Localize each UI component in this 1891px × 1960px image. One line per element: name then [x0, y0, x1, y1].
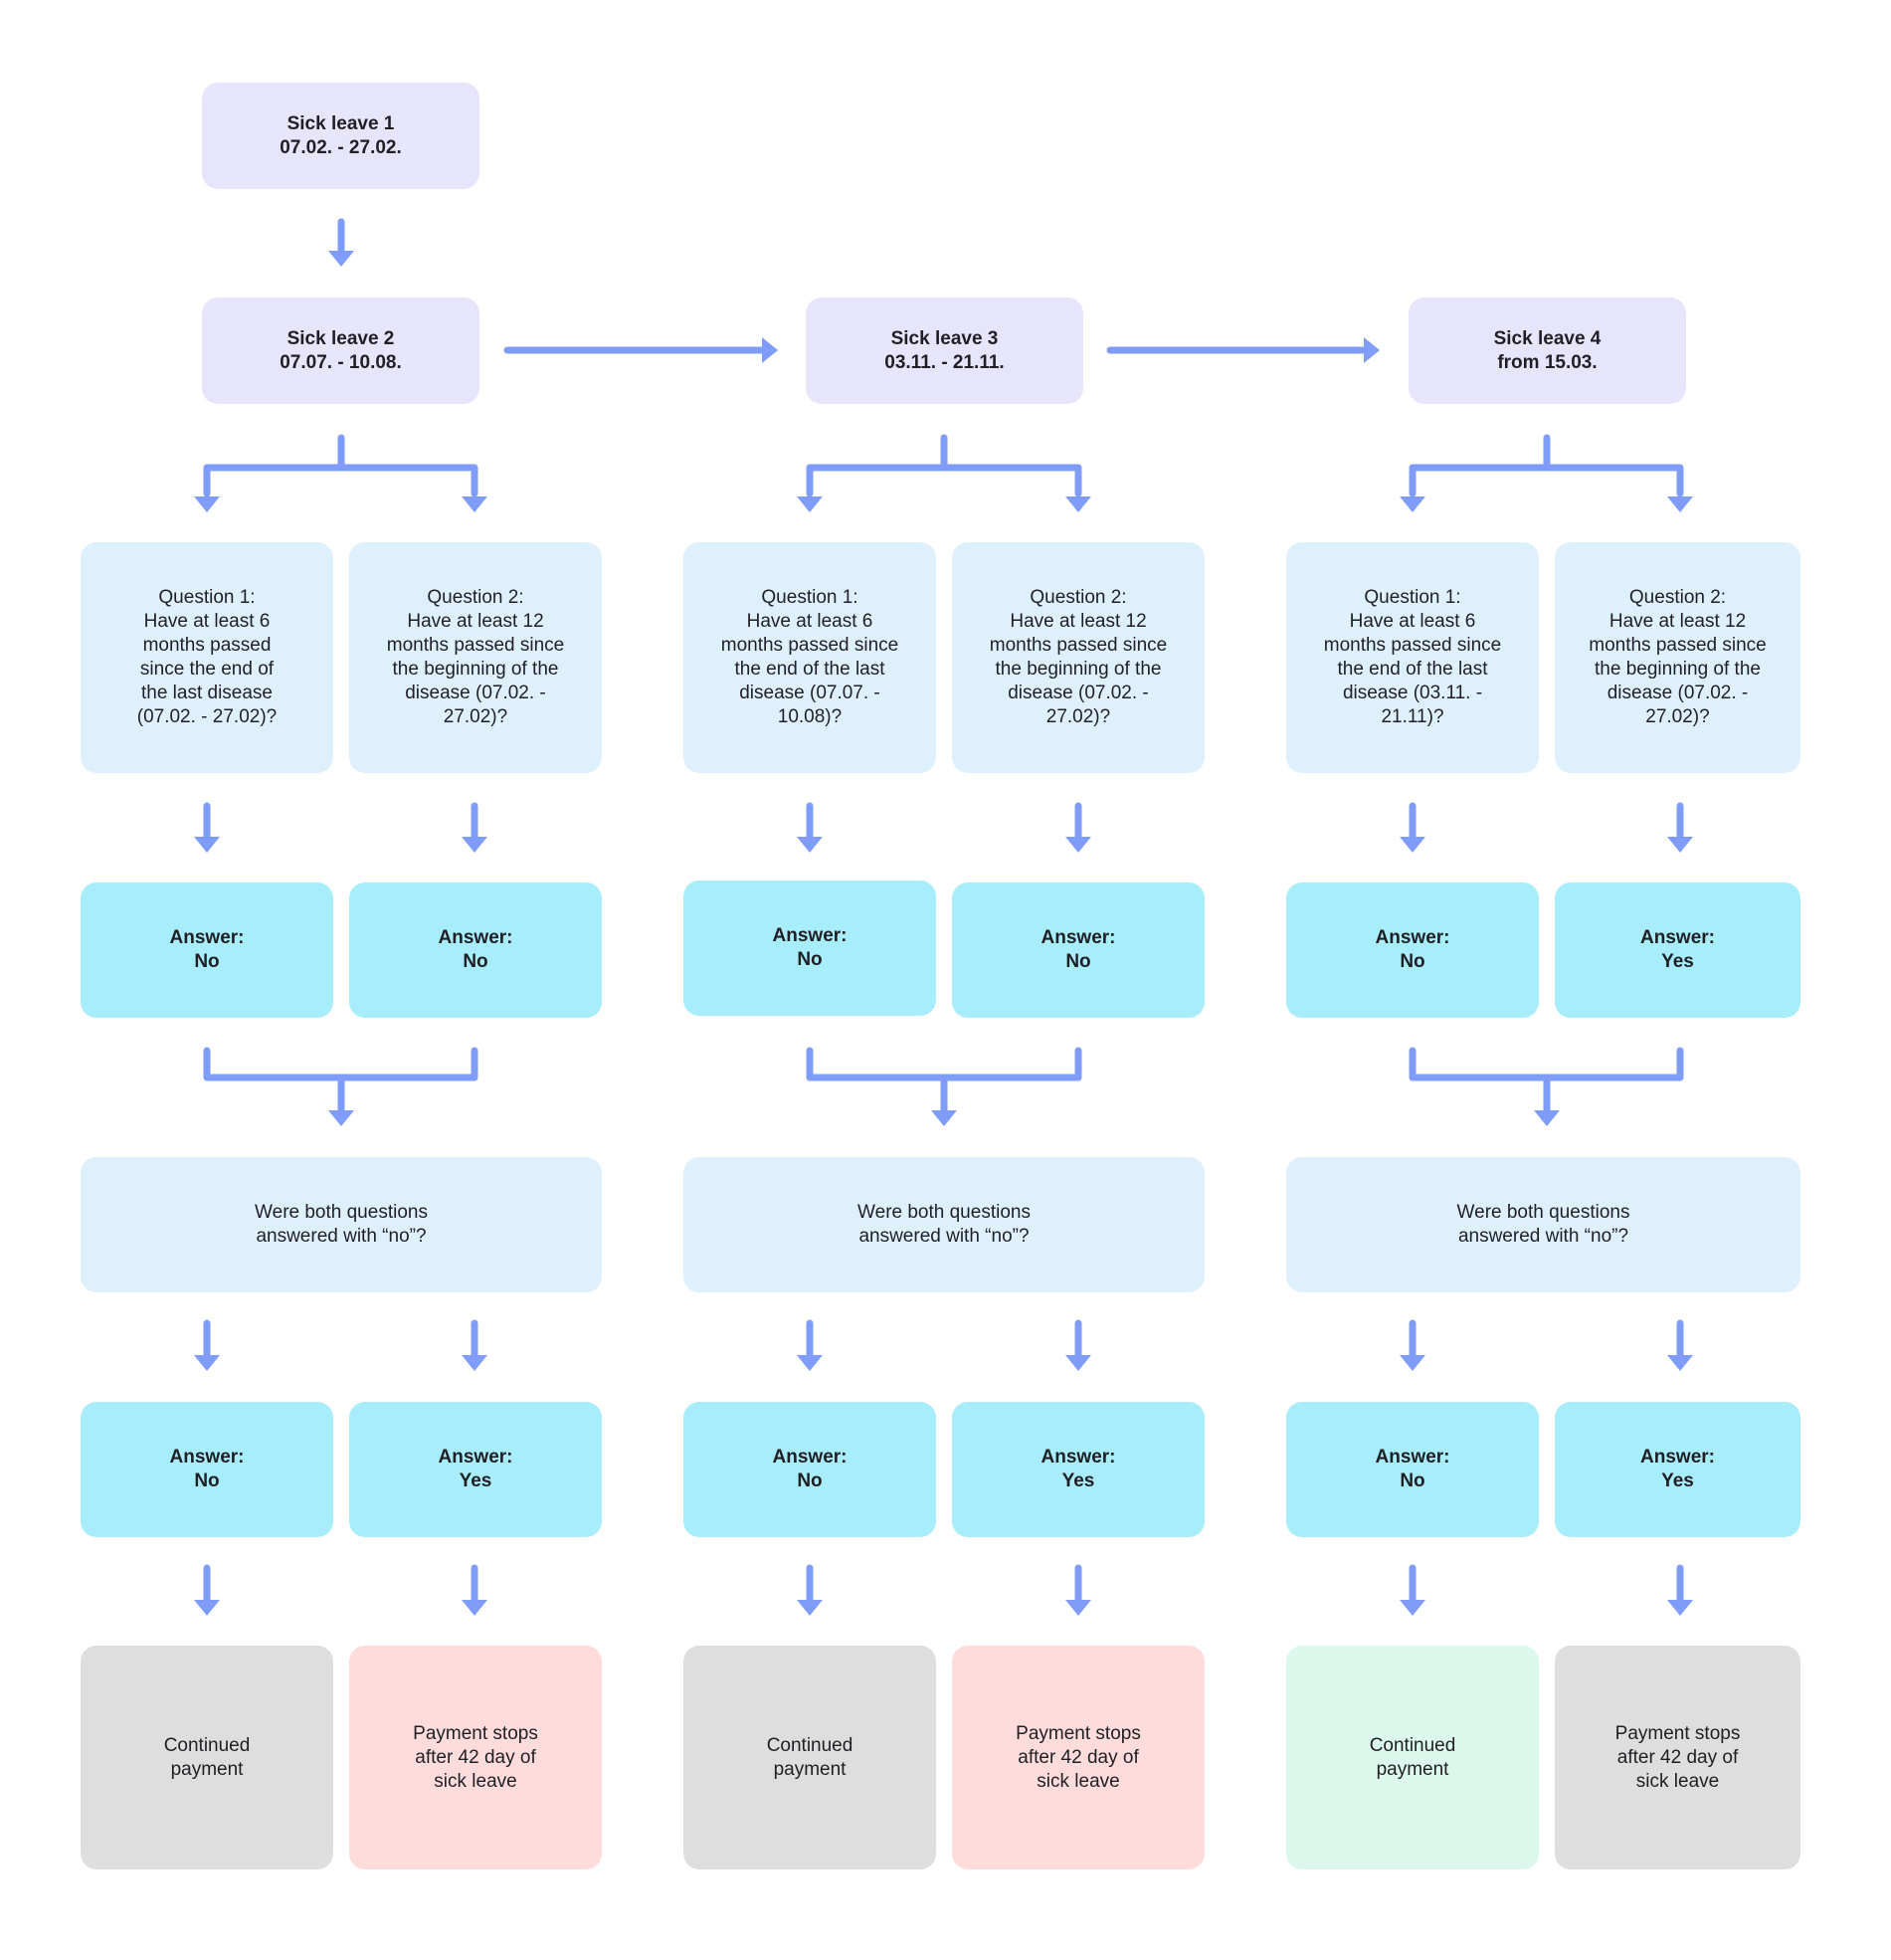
arrow-question-1-to-answer-col-1-head [194, 837, 220, 853]
merge-arrow-col-2-shaft [806, 1047, 1082, 1113]
question-1-box: Question 1: Have at least 6 months passe… [683, 542, 936, 773]
arrow-both-to-answer-no-col-3-head [1400, 1355, 1425, 1371]
both-questions-box: Were both questions answered with “no”? [1286, 1157, 1800, 1292]
arrow-question-2-to-answer-col-3-head [1667, 837, 1693, 853]
outcome-continued-payment-text: Continued payment [766, 1734, 853, 1780]
answer-question-1-box: Answer: No [683, 881, 936, 1016]
sick-leave-1-label: Sick leave 1 07.02. - 27.02. [280, 112, 402, 158]
both-questions-text: Were both questions answered with “no”? [857, 1202, 1031, 1247]
arrow-answer-yes-to-outcome-col-2-head [1065, 1600, 1091, 1616]
question-2-text: Question 2: Have at least 12 months pass… [989, 587, 1168, 727]
split-arrow-col-3-shaft [1409, 434, 1684, 497]
answer-question-2-text: Answer: No [1040, 927, 1116, 972]
both-answer-yes-text: Answer: Yes [438, 1447, 513, 1491]
merge-arrow-col-3-shaft [1409, 1047, 1684, 1113]
both-answer-yes-text: Answer: Yes [1640, 1447, 1715, 1491]
both-answer-no-text: Answer: No [169, 1447, 245, 1491]
answer-question-2-box: Answer: No [952, 882, 1205, 1018]
outcome-continued-payment-box: Continued payment [1286, 1646, 1539, 1869]
outcome-payment-stops-text: Payment stops after 42 day of sick leave [1614, 1722, 1741, 1792]
answer-question-1-box: Answer: No [1286, 882, 1539, 1018]
arrow-answer-no-to-outcome-col-3-head [1400, 1600, 1425, 1616]
both-questions-box: Were both questions answered with “no”? [683, 1157, 1205, 1292]
question-1-box: Question 1: Have at least 6 months passe… [81, 542, 333, 773]
question-1-text: Question 1: Have at least 6 months passe… [720, 587, 899, 727]
answer-question-1-text: Answer: No [169, 927, 245, 972]
split-arrow-col-3-left-head [1400, 496, 1425, 512]
split-arrow-col-1-shaft [203, 434, 478, 497]
split-arrow-col-2-right-head [1065, 496, 1091, 512]
both-answer-yes-box: Answer: Yes [952, 1402, 1205, 1537]
question-1-box: Question 1: Have at least 6 months passe… [1286, 542, 1539, 773]
sick-leave-3-box: Sick leave 3 03.11. - 21.11. [806, 297, 1083, 404]
both-answer-no-box: Answer: No [683, 1402, 936, 1537]
merge-arrow-col-1-shaft [203, 1047, 478, 1113]
arrow-question-1-to-answer-col-2-head [797, 837, 823, 853]
question-2-box: Question 2: Have at least 12 months pass… [1555, 542, 1800, 773]
arrow-question-1-to-answer-col-3-head [1400, 837, 1425, 853]
both-answer-yes-text: Answer: Yes [1040, 1447, 1116, 1491]
split-arrow-col-3-right-head [1667, 496, 1693, 512]
arrow-sick-leave-3-to-4-head [1364, 337, 1380, 363]
split-arrow-col-2-shaft [806, 434, 1082, 497]
arrow-answer-no-to-outcome-col-1-head [194, 1600, 220, 1616]
both-answer-no-box: Answer: No [1286, 1402, 1539, 1537]
sick-leave-4-box: Sick leave 4 from 15.03. [1409, 297, 1686, 404]
both-questions-text: Were both questions answered with “no”? [255, 1202, 428, 1247]
outcome-continued-payment-box: Continued payment [683, 1646, 936, 1869]
arrow-sick-leave-2-to-3-head [762, 337, 778, 363]
outcome-continued-payment-text: Continued payment [163, 1734, 251, 1780]
arrow-both-to-answer-no-col-1-head [194, 1355, 220, 1371]
question-2-box: Question 2: Have at least 12 months pass… [952, 542, 1205, 773]
both-answer-no-text: Answer: No [1375, 1447, 1450, 1491]
question-1-text: Question 1: Have at least 6 months passe… [136, 587, 278, 727]
merge-arrow-col-3-head [1534, 1110, 1560, 1126]
outcome-continued-payment-box: Continued payment [81, 1646, 333, 1869]
split-arrow-col-1-left-head [194, 496, 220, 512]
arrow-both-to-answer-no-col-2-head [797, 1355, 823, 1371]
sick-leave-3-label: Sick leave 3 03.11. - 21.11. [884, 327, 1005, 373]
both-answer-no-box: Answer: No [81, 1402, 333, 1537]
outcome-payment-stops-box: Payment stops after 42 day of sick leave [349, 1646, 602, 1869]
answer-question-2-box: Answer: No [349, 882, 602, 1018]
arrow-both-to-answer-yes-col-2-head [1065, 1355, 1091, 1371]
answer-question-1-box: Answer: No [81, 882, 333, 1018]
answer-question-1-text: Answer: No [1375, 927, 1450, 972]
arrow-answer-no-to-outcome-col-2-head [797, 1600, 823, 1616]
question-2-text: Question 2: Have at least 12 months pass… [386, 587, 565, 727]
merge-arrow-col-2-head [931, 1110, 957, 1126]
arrow-sick-leave-1-to-2-head [328, 251, 354, 267]
question-2-text: Question 2: Have at least 12 months pass… [1589, 587, 1767, 727]
question-2-box: Question 2: Have at least 12 months pass… [349, 542, 602, 773]
answer-question-2-text: Answer: No [438, 927, 513, 972]
split-arrow-col-2-left-head [797, 496, 823, 512]
question-1-text: Question 1: Have at least 6 months passe… [1323, 587, 1502, 727]
arrow-both-to-answer-yes-col-3-head [1667, 1355, 1693, 1371]
both-answer-yes-box: Answer: Yes [1555, 1402, 1800, 1537]
answer-question-2-box: Answer: Yes [1555, 882, 1800, 1018]
arrow-both-to-answer-yes-col-1-head [462, 1355, 487, 1371]
arrow-question-2-to-answer-col-1-head [462, 837, 487, 853]
outcome-payment-stops-box: Payment stops after 42 day of sick leave [1555, 1646, 1800, 1869]
outcome-payment-stops-text: Payment stops after 42 day of sick leave [1016, 1722, 1141, 1792]
sick-leave-4-label: Sick leave 4 from 15.03. [1493, 327, 1602, 373]
both-questions-text: Were both questions answered with “no”? [1456, 1202, 1630, 1247]
arrow-answer-yes-to-outcome-col-3-head [1667, 1600, 1693, 1616]
both-answer-no-text: Answer: No [772, 1447, 848, 1491]
split-arrow-col-1-right-head [462, 496, 487, 512]
arrow-answer-yes-to-outcome-col-1-head [462, 1600, 487, 1616]
both-questions-box: Were both questions answered with “no”? [81, 1157, 602, 1292]
sick-leave-2-label: Sick leave 2 07.07. - 10.08. [280, 327, 402, 373]
outcome-continued-payment-text: Continued payment [1369, 1734, 1456, 1780]
sick-leave-1-box: Sick leave 1 07.02. - 27.02. [202, 83, 479, 189]
answer-question-2-text: Answer: Yes [1640, 927, 1715, 972]
outcome-payment-stops-box: Payment stops after 42 day of sick leave [952, 1646, 1205, 1869]
outcome-payment-stops-text: Payment stops after 42 day of sick leave [413, 1722, 538, 1792]
merge-arrow-col-1-head [328, 1110, 354, 1126]
both-answer-yes-box: Answer: Yes [349, 1402, 602, 1537]
sick-leave-2-box: Sick leave 2 07.07. - 10.08. [202, 297, 479, 404]
arrow-question-2-to-answer-col-2-head [1065, 837, 1091, 853]
answer-question-1-text: Answer: No [772, 925, 848, 970]
